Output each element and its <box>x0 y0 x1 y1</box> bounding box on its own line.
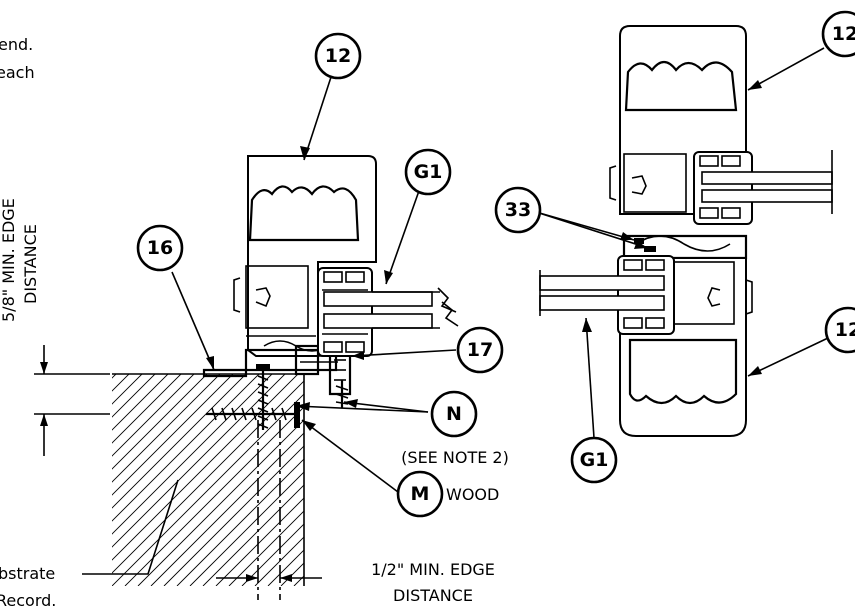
leader-lines <box>171 47 829 493</box>
callout-12-mid-right: 12 <box>824 306 855 354</box>
bottom-edge-dimension-label-1: 1/2" MIN. EDGE <box>371 560 495 579</box>
callout-12-left: 12 <box>314 32 362 80</box>
cropped-note-line-1: end. <box>0 35 33 54</box>
callout-g1-left: G1 <box>404 148 452 196</box>
svg-text:N: N <box>446 403 462 425</box>
anchor-screws <box>206 364 349 430</box>
callout-12-top-right: 12 <box>821 10 855 58</box>
left-glazing <box>317 267 459 357</box>
svg-text:17: 17 <box>467 339 493 361</box>
bottom-edge-dimension: 1/2" MIN. EDGE DISTANCE <box>216 420 495 605</box>
top-edge-dimension-label-1: 5/8" MIN. EDGE <box>0 198 18 322</box>
svg-text:33: 33 <box>505 199 531 221</box>
svg-text:M: M <box>411 483 430 505</box>
wood-label: WOOD <box>446 485 499 504</box>
callout-m: M <box>396 470 444 518</box>
svg-text:12: 12 <box>325 45 351 67</box>
svg-text:12: 12 <box>832 23 855 45</box>
wood-substrate <box>112 373 305 586</box>
callout-17: 17 <box>456 326 504 374</box>
callout-33: 33 <box>494 186 542 234</box>
substrate-hatch <box>112 374 304 586</box>
svg-text:12: 12 <box>835 319 855 341</box>
cropped-substrate-line-2: Record. <box>0 591 56 609</box>
svg-text:G1: G1 <box>414 161 443 183</box>
callout-n: N <box>430 390 478 438</box>
right-frame-profile <box>539 25 833 437</box>
cropped-note-line-2: each <box>0 63 35 82</box>
svg-text:16: 16 <box>147 237 173 259</box>
cropped-substrate-line-1: bstrate <box>0 564 55 583</box>
callout-g1-right: G1 <box>570 436 618 484</box>
bottom-edge-dimension-label-2: DISTANCE <box>393 586 473 605</box>
callout-16: 16 <box>136 224 184 272</box>
top-edge-dimension-label-2: DISTANCE <box>21 224 40 304</box>
svg-text:G1: G1 <box>580 449 609 471</box>
see-note-2-label: (SEE NOTE 2) <box>401 448 509 467</box>
top-edge-dimension: 5/8" MIN. EDGE DISTANCE <box>0 198 110 456</box>
substrate-leader <box>82 479 179 575</box>
